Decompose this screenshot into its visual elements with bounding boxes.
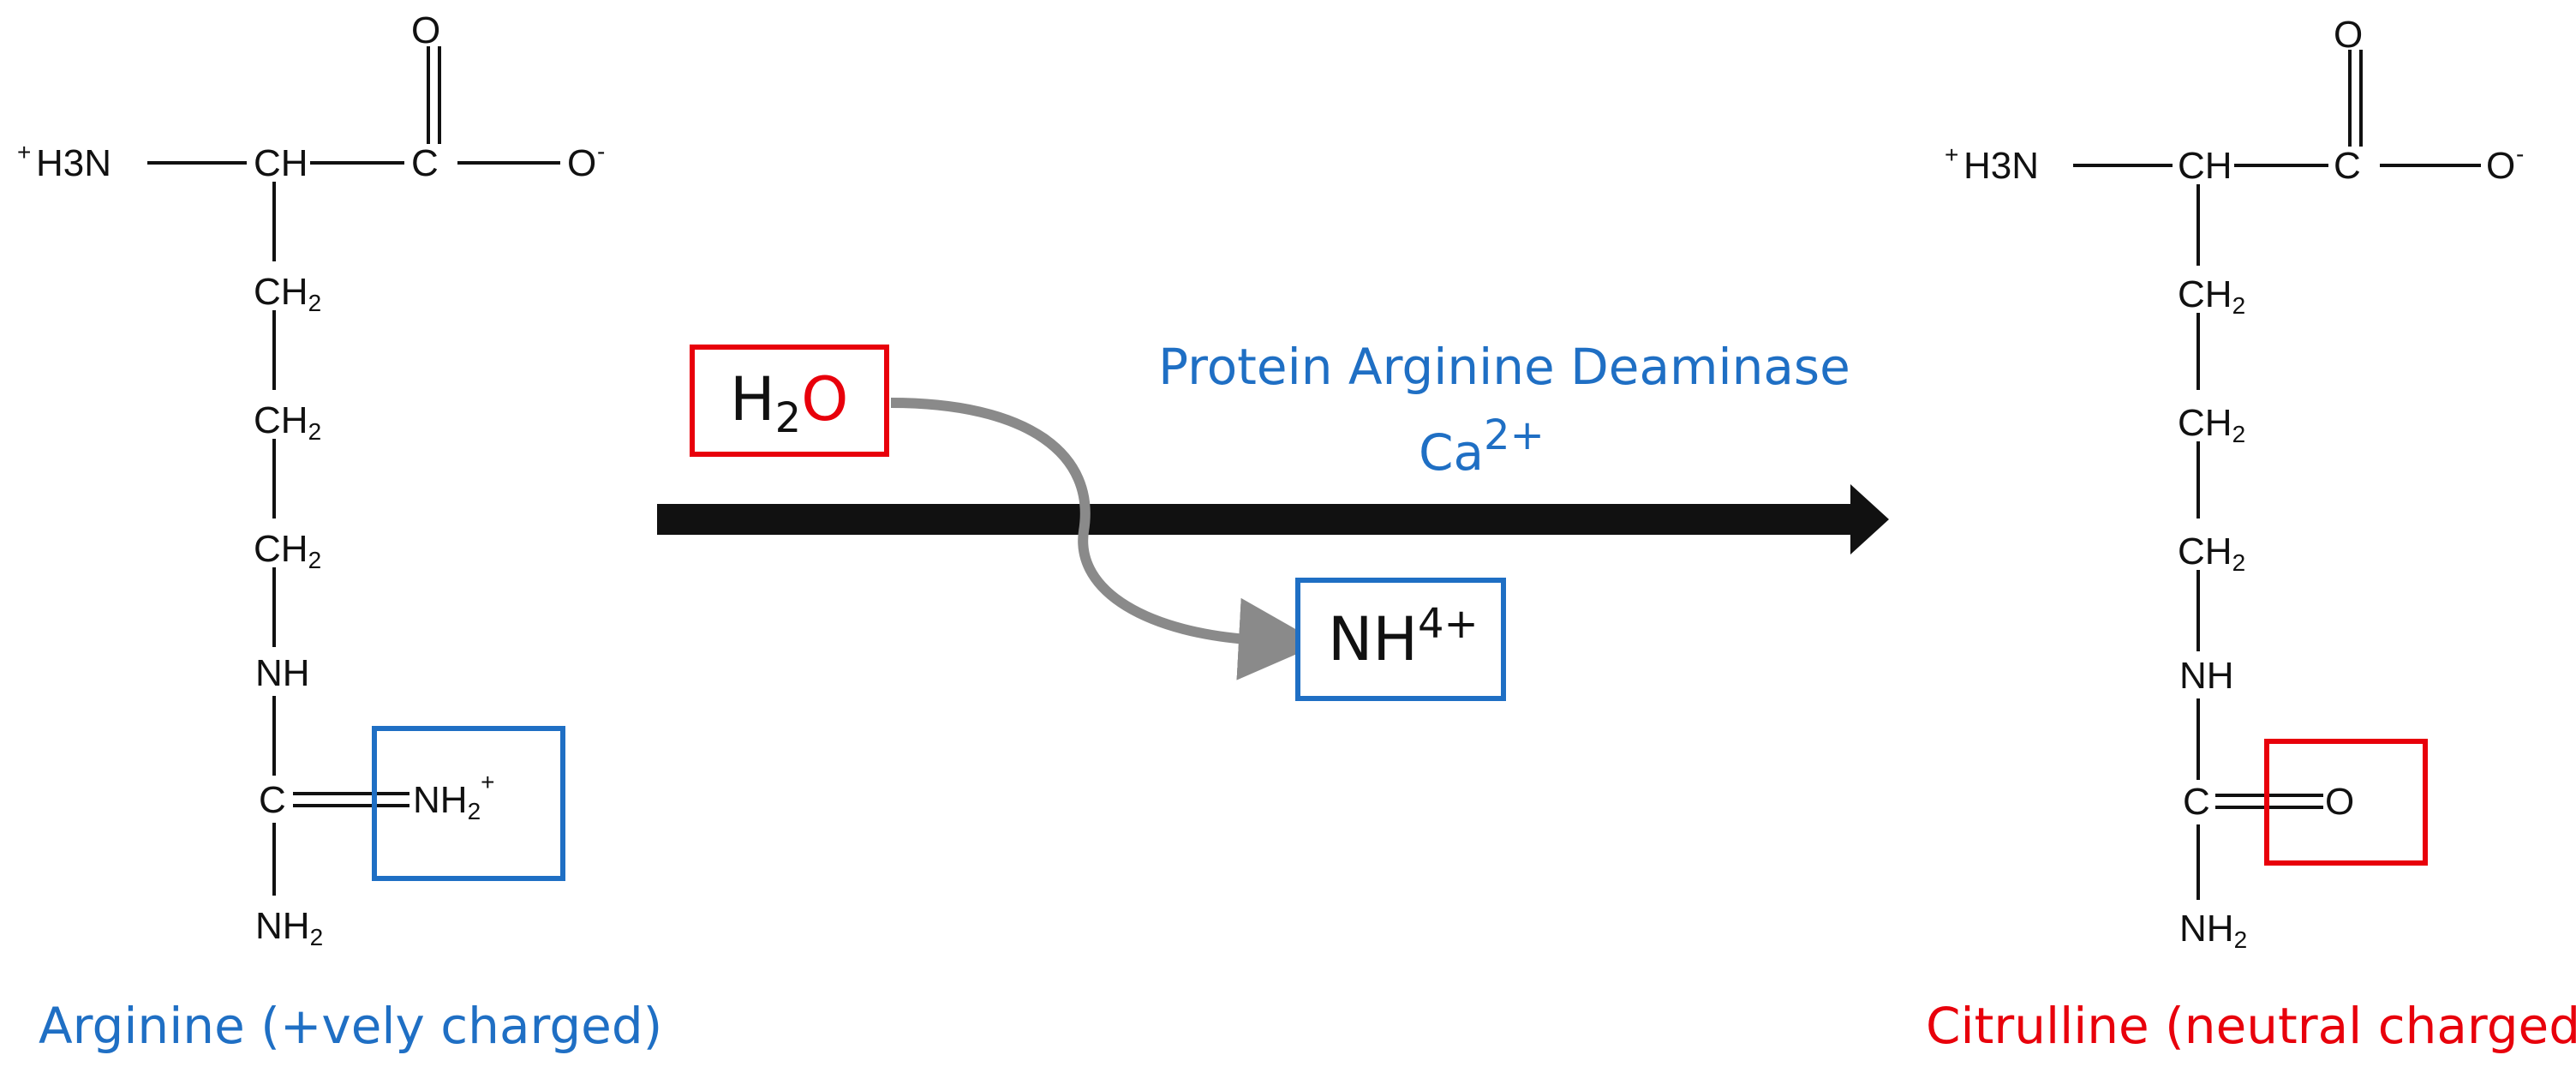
citrulline-amine-group: H3N — [1963, 145, 2039, 187]
arginine-central-carbon: C — [259, 779, 286, 821]
arginine-nh: NH — [255, 652, 310, 694]
arginine-ch2-1: CH2 — [254, 271, 321, 316]
citrulline-ch2-1: CH2 — [2178, 273, 2245, 319]
arginine-carbonyl-oxygen: O — [411, 9, 440, 51]
arginine-caption: Arginine (+vely charged) — [39, 997, 662, 1055]
citrulline-caption: Citrulline (neutral charged) — [1926, 997, 2576, 1055]
water-formula: H2O — [730, 364, 848, 442]
citrulline-ch2-2: CH2 — [2178, 402, 2245, 447]
citrulline-alpha-carbon: CH — [2178, 145, 2232, 187]
citrulline-structure: + H3N CH C O O - CH2 CH2 CH2 NH C O NH2 — [1945, 14, 2524, 953]
arginine-structure: + H3N CH C O O - CH2 CH2 CH2 NH C NH2+ N… — [17, 9, 605, 950]
citrulline-carbonyl-oxygen: O — [2334, 14, 2363, 56]
citrulline-terminal-amine: NH2 — [2179, 908, 2247, 953]
reaction-arrow-shaft — [657, 504, 1872, 535]
water-box — [690, 345, 889, 457]
arginine-ch2-3: CH2 — [254, 528, 321, 573]
arginine-amine-group: H3N — [36, 142, 111, 184]
citrulline-amine-charge: + — [1945, 141, 1958, 168]
arginine-iminium-group: NH2+ — [413, 769, 495, 824]
arginine-ch2-2: CH2 — [254, 399, 321, 445]
citrulline-carboxylate-charge: - — [2516, 141, 2524, 167]
arginine-carboxylate-oxygen: O — [567, 142, 596, 184]
arginine-highlight-box — [372, 726, 565, 881]
citrulline-carboxylate-oxygen: O — [2486, 145, 2515, 187]
arginine-alpha-carbon: CH — [254, 142, 308, 184]
reaction-arrow-head — [1850, 484, 1889, 554]
arginine-carboxyl-carbon: C — [411, 142, 439, 184]
arginine-amine-charge: + — [17, 139, 31, 165]
ammonium-formula: NH4+ — [1328, 600, 1479, 674]
ammonium-box — [1295, 578, 1506, 701]
arginine-terminal-amine: NH2 — [255, 905, 323, 950]
citrulline-central-carbon: C — [2183, 781, 2210, 823]
citrulline-ch2-3: CH2 — [2178, 531, 2245, 576]
arginine-carboxylate-charge: - — [597, 138, 605, 165]
reaction-arrow-group: Protein Arginine Deaminase Ca2+ H2O NH4+ — [657, 338, 1889, 701]
citrulline-highlight-box — [2264, 739, 2428, 866]
citrulline-carboxyl-carbon: C — [2334, 145, 2361, 187]
citrulline-carbonyl-group: O — [2325, 781, 2354, 823]
water-consumption-arrow — [890, 398, 1321, 680]
enzyme-label: Protein Arginine Deaminase — [1158, 338, 1850, 396]
cofactor-label: Ca2+ — [1419, 411, 1545, 482]
citrulline-nh: NH — [2179, 655, 2234, 697]
